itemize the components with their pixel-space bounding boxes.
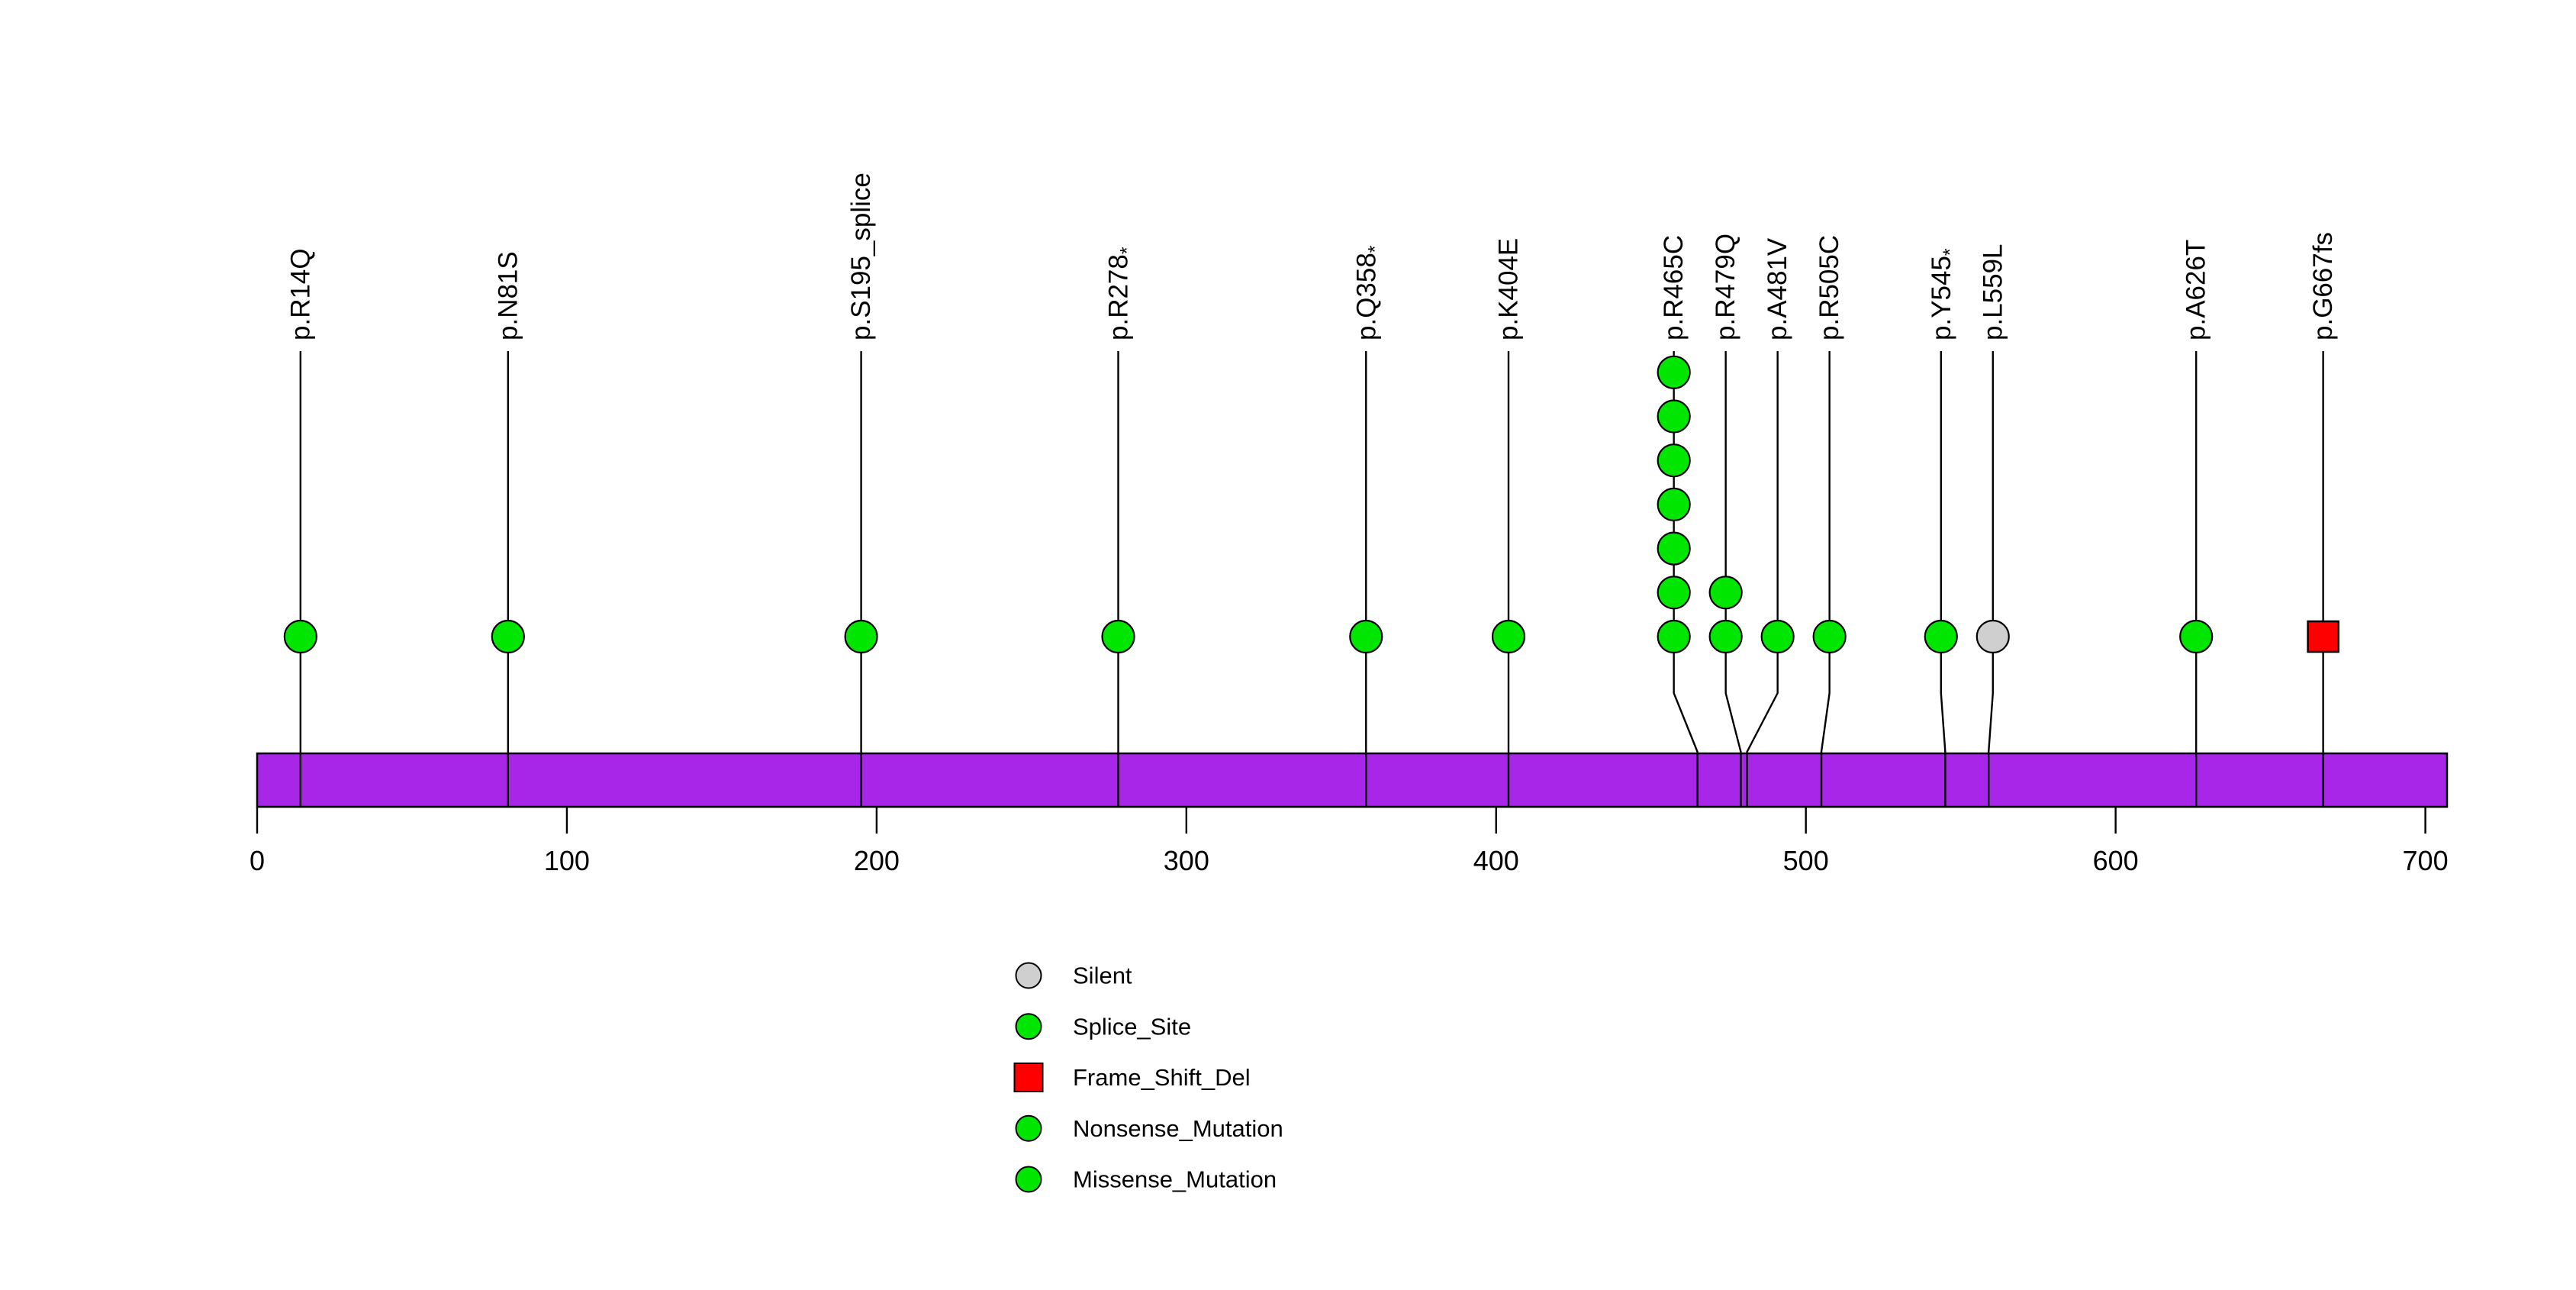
mutation-marker-p.R479Q <box>1708 576 1743 610</box>
mutation-label-p.K404E: p.K404E <box>1494 238 1524 340</box>
lollipop-stick-p.R465C <box>1673 351 1699 807</box>
x-axis-tick-label-600: 600 <box>2093 845 2139 876</box>
mutation-marker-p.A481V <box>1760 619 1795 654</box>
mutation-marker-p.Q358* <box>1349 619 1383 654</box>
x-axis-tick-label-500: 500 <box>1783 845 1829 876</box>
gene-body-bar <box>256 752 2449 808</box>
mutation-marker-p.R465C <box>1657 487 1691 522</box>
mutation-marker-p.R505C <box>1812 619 1847 654</box>
mutation-label-p.R278*: p.R278* <box>1103 247 1138 340</box>
mutation-marker-p.S195_splice <box>844 619 878 654</box>
mutation-label-p.A626T: p.A626T <box>2182 240 2211 340</box>
x-axis-tick-label-200: 200 <box>854 845 900 876</box>
legend-marker-square-Frame_Shift_Del <box>1013 1063 1044 1092</box>
lollipop-stick-p.Y545* <box>1940 351 1946 807</box>
mutation-label-p.A481V: p.A481V <box>1763 237 1792 340</box>
mutation-marker-p.R465C <box>1657 576 1691 610</box>
mutation-label-p.G667fs: p.G667fs <box>2308 232 2338 340</box>
mutation-marker-p.G667fs <box>2307 620 2339 653</box>
mutation-label-layer: p.R14Q p.N81S p.S195_splice p.R278* p.Q358* p… <box>285 173 2338 340</box>
legend: SilentSplice_SiteFrame_Shift_DelNonsense… <box>1013 962 1283 1193</box>
legend-marker-circle-Nonsense_Mutation <box>1015 1114 1042 1142</box>
x-axis-tick-label-700: 700 <box>2403 845 2449 876</box>
legend-item-Splice_Site: Splice_Site <box>1015 1013 1191 1040</box>
legend-marker-circle-Missense_Mutation <box>1015 1166 1042 1193</box>
x-axis-tick-label-0: 0 <box>250 845 265 876</box>
x-axis-tick-label-400: 400 <box>1473 845 1519 876</box>
legend-marker-circle-Splice_Site <box>1015 1013 1042 1040</box>
mutation-label-p.S195_splice: p.S195_splice <box>846 173 876 340</box>
legend-label-Missense_Mutation: Missense_Mutation <box>1073 1166 1277 1193</box>
x-axis-layer: 0 100 200 300 400 500 600 700 <box>250 807 2449 876</box>
mutation-label-p.N81S: p.N81S <box>493 251 523 340</box>
legend-item-Nonsense_Mutation: Nonsense_Mutation <box>1015 1114 1283 1142</box>
mutation-marker-p.N81S <box>491 619 525 654</box>
x-axis-tick-label-100: 100 <box>544 845 590 876</box>
mutation-marker-p.K404E <box>1491 619 1526 654</box>
legend-label-Silent: Silent <box>1073 963 1132 989</box>
legend-item-Frame_Shift_Del: Frame_Shift_Del <box>1013 1063 1251 1092</box>
mutation-marker-p.R465C <box>1657 355 1691 389</box>
legend-item-Silent: Silent <box>1015 962 1132 989</box>
lollipop-stick-p.R479Q <box>1724 351 1742 807</box>
lollipop-stick-p.R505C <box>1820 351 1831 807</box>
mutation-marker-p.R465C <box>1657 443 1691 478</box>
mutation-label-p.R505C: p.R505C <box>1814 235 1844 340</box>
mutation-label-p.Y545*: p.Y545* <box>1926 248 1961 340</box>
mutation-marker-p.R465C <box>1657 399 1691 434</box>
legend-label-Splice_Site: Splice_Site <box>1073 1013 1191 1040</box>
mutation-label-p.R14Q: p.R14Q <box>285 248 315 340</box>
mutation-marker-p.R14Q <box>283 619 317 654</box>
lollipop-stick-p.A481V <box>1746 351 1779 807</box>
legend-label-Frame_Shift_Del: Frame_Shift_Del <box>1073 1064 1251 1091</box>
mutation-marker-p.A626T <box>2179 619 2214 654</box>
x-axis-tick-label-300: 300 <box>1164 845 1209 876</box>
mutation-marker-p.Y545* <box>1924 619 1958 654</box>
legend-label-Nonsense_Mutation: Nonsense_Mutation <box>1073 1115 1283 1142</box>
mutation-marker-p.R479Q <box>1708 619 1743 654</box>
mutation-marker-p.R465C <box>1657 531 1691 566</box>
mutation-marker-p.R278* <box>1101 619 1135 654</box>
mutation-label-p.R479Q: p.R479Q <box>1711 234 1740 340</box>
mutation-label-p.Q358*: p.Q358* <box>1351 245 1386 340</box>
legend-item-Missense_Mutation: Missense_Mutation <box>1015 1166 1277 1193</box>
mutation-marker-p.L559L <box>1975 619 2010 654</box>
legend-marker-circle-Silent <box>1015 962 1042 989</box>
mutation-label-p.R465C: p.R465C <box>1659 235 1689 340</box>
mutation-label-p.L559L: p.L559L <box>1978 243 2008 340</box>
mutation-marker-p.R465C <box>1657 619 1691 654</box>
gene-body-layer <box>256 752 2449 808</box>
stick-layer <box>299 351 2324 807</box>
lollipop-stick-p.L559L <box>1988 351 1994 807</box>
marker-layer <box>283 355 2339 654</box>
